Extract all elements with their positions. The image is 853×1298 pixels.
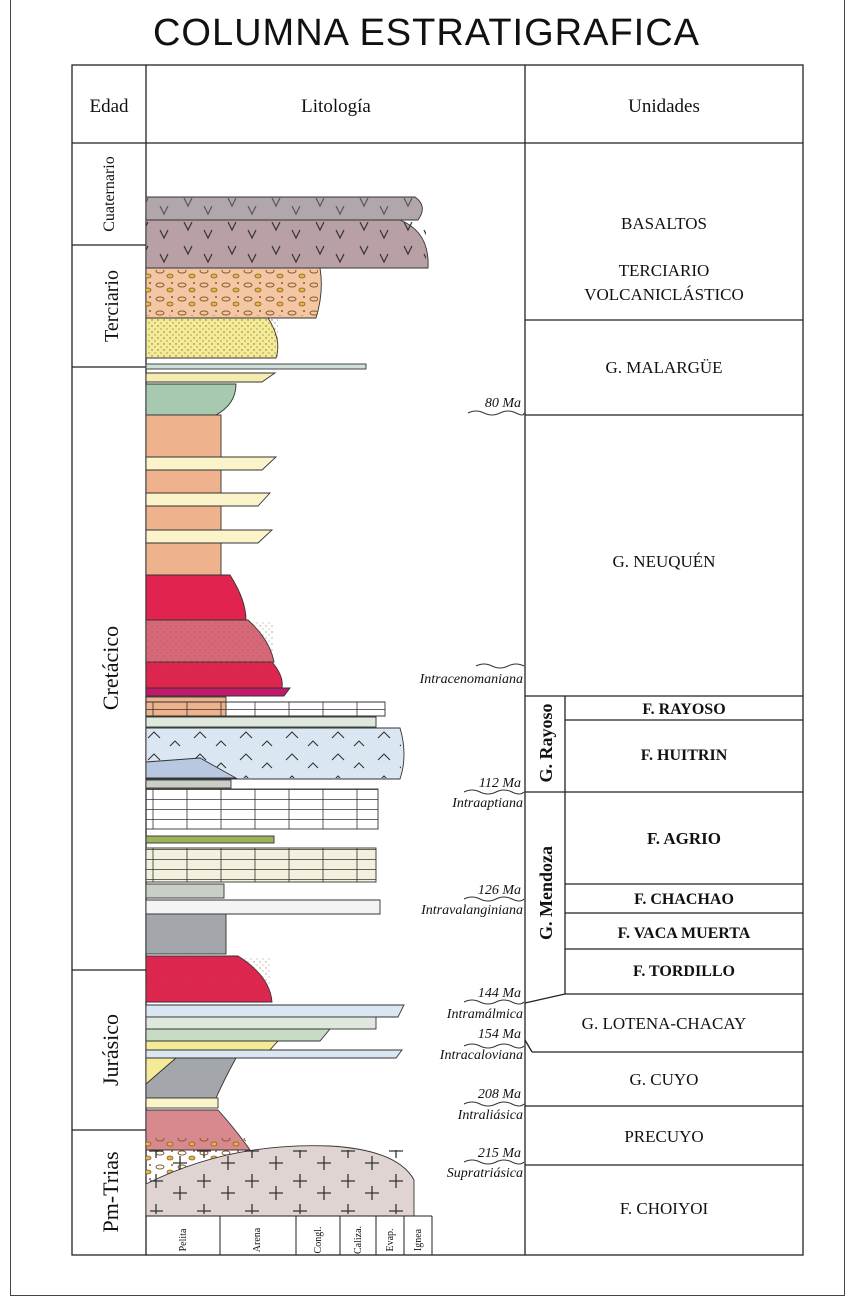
green-gray-layer xyxy=(146,384,236,415)
choiyoi-pattern xyxy=(150,1150,412,1214)
unit-precuyo: PRECUYO xyxy=(624,1127,703,1146)
group-rayoso: G. Rayoso xyxy=(536,703,556,782)
lithology-column xyxy=(146,197,428,1216)
unconformity-208ma-name: Intraliásica xyxy=(457,1108,523,1123)
unit-malargue: G. MALARGÜE xyxy=(605,358,722,377)
basalt-flow-upper-pattern xyxy=(146,197,416,220)
grain-congl: Congl. xyxy=(313,1227,324,1254)
unconformity-112ma-age: 112 Ma xyxy=(479,776,521,791)
agrio-cream-pattern xyxy=(146,848,376,882)
lotena-evap-thin xyxy=(146,1050,402,1058)
unit-basaltos: BASALTOS xyxy=(621,214,707,233)
rayoso-limestone xyxy=(146,717,376,727)
unit-cuyo: G. CUYO xyxy=(630,1070,699,1089)
unconformity-80ma-age: 80 Ma xyxy=(485,396,521,411)
unit-lotena-chacay: G. LOTENA-CHACAY xyxy=(582,1014,747,1033)
unit-neuquen: G. NEUQUÉN xyxy=(613,552,716,571)
unconformity-154ma-age: 154 Ma xyxy=(478,1027,521,1042)
unit-rayoso: F. RAYOSO xyxy=(642,701,725,718)
unit-chachao: F. CHACHAO xyxy=(634,891,734,908)
unconformity-208ma-age: 208 Ma xyxy=(478,1087,521,1102)
red-bed-1 xyxy=(146,575,246,620)
unconformity-126ma-name: Intravalanginiana xyxy=(420,903,523,918)
chachao-limestone xyxy=(146,900,380,914)
agrio-gray-band xyxy=(146,780,231,788)
unit-huitrin: F. HUITRIN xyxy=(641,747,728,764)
unit-terciario: TERCIARIO xyxy=(619,261,710,280)
lotena-green-wedge xyxy=(146,1029,330,1041)
header-age: Edad xyxy=(89,96,129,117)
agrio-gray xyxy=(146,884,224,898)
unconformity-144ma-age: 144 Ma xyxy=(478,986,521,1001)
red-bed-conglomerate xyxy=(146,688,290,696)
group-mendoza: G. Mendoza xyxy=(536,846,556,940)
tordillo-pattern xyxy=(146,958,270,1000)
age-terciario: Terciario xyxy=(101,270,123,342)
volcaniclastic-pattern xyxy=(146,270,318,316)
unconformity-215ma-name: Supratriásica xyxy=(447,1166,523,1181)
vaca-muerta-shale xyxy=(146,914,226,954)
lotena-evaporite xyxy=(146,1005,404,1017)
rayoso-thin-beds xyxy=(146,702,385,716)
unit-vaca-muerta: F. VACA MUERTA xyxy=(618,925,751,942)
lotena-limestone xyxy=(146,1017,376,1029)
unconformity-215ma-age: 215 Ma xyxy=(478,1146,521,1161)
grain-arena: Arena xyxy=(252,1227,263,1252)
unconformity-112ma-name: Intraaptiana xyxy=(451,796,523,811)
header-lithology: Litología xyxy=(301,96,371,117)
red-bed-pattern xyxy=(146,622,274,686)
grain-ignea: Ignea xyxy=(413,1228,424,1251)
agrio-limestone-beds xyxy=(146,789,378,829)
unit-tordillo: F. TORDILLO xyxy=(633,963,735,980)
neuquen-sand-wedge-3 xyxy=(146,530,272,543)
unconformity-154ma-name: Intracaloviana xyxy=(439,1048,523,1063)
age-cretacico: Cretácico xyxy=(98,626,123,710)
cuyo-cream xyxy=(146,1098,218,1108)
unconformity-126ma-age: 126 Ma xyxy=(478,883,521,898)
grain-caliza: Caliza. xyxy=(353,1226,364,1254)
age-cuaternario: Cuaternario xyxy=(101,156,118,232)
grain-evap: Evap. xyxy=(385,1228,396,1251)
sandstone-yellow-pattern xyxy=(146,318,278,358)
agrio-green-bed xyxy=(146,836,274,843)
age-pmtrias: Pm-Trias xyxy=(98,1151,123,1232)
neuquen-sand-wedge-1 xyxy=(146,457,276,470)
unconformity-144ma-name: Intramálmica xyxy=(446,1007,523,1022)
grain-pelita: Pelita xyxy=(178,1228,189,1251)
header-units: Unidades xyxy=(628,96,700,117)
thin-bed-yellow xyxy=(146,373,275,382)
unconformity-intracenomaniana-name: Intracenomaniana xyxy=(419,672,523,687)
unit-agrio: F. AGRIO xyxy=(647,829,721,848)
thin-bed-gray xyxy=(146,364,366,369)
age-jurasico: Jurásico xyxy=(98,1014,123,1086)
unit-volcaniclastico: VOLCANICLÁSTICO xyxy=(584,285,744,304)
unit-choiyoi: F. CHOIYOI xyxy=(620,1199,709,1218)
basalt-flow-lower-pattern xyxy=(146,222,426,267)
neuquen-sand-wedge-2 xyxy=(146,493,270,506)
